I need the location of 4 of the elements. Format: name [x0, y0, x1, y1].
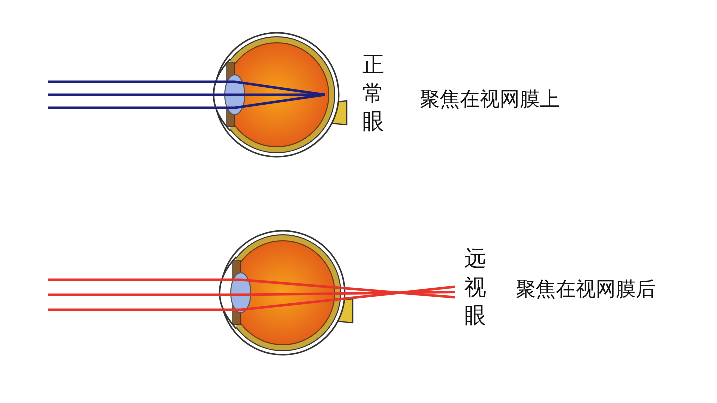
focus-label: 聚焦在视网膜后 [516, 276, 656, 303]
vertical-label: 远视眼 [464, 246, 488, 332]
vertical-label: 正常眼 [362, 52, 386, 138]
focus-label: 聚焦在视网膜上 [420, 86, 560, 113]
